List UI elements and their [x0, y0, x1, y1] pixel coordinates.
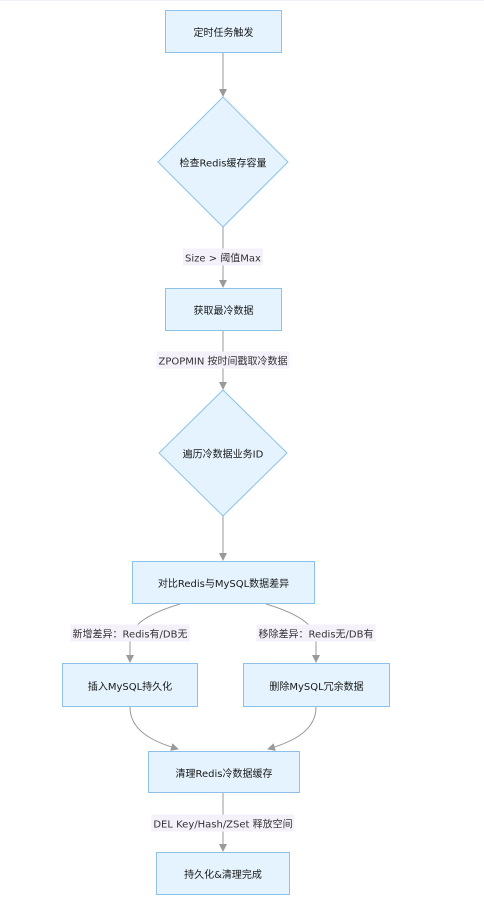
- edge-label-add-diff: 新增差异：Redis有/DB无: [70, 624, 190, 642]
- node-done: 持久化&清理完成: [156, 852, 290, 895]
- node-start: 定时任务触发: [165, 10, 282, 53]
- node-fetch: 获取最冷数据: [165, 288, 282, 331]
- node-delete: 删除MySQL冗余数据: [243, 663, 390, 707]
- edge-insert-clean: [129, 706, 179, 751]
- edge-delete-clean: [267, 706, 317, 751]
- node-clean: 清理Redis冷数据缓存: [148, 751, 300, 793]
- edge-label-del-keys: DEL Key/Hash/ZSet 释放空间: [151, 814, 295, 832]
- node-compare: 对比Redis与MySQL数据差异: [132, 561, 315, 604]
- node-insert: 插入MySQL持久化: [62, 663, 198, 707]
- node-iterate-label: 遍历冷数据业务ID: [182, 449, 264, 461]
- node-check-label: 检查Redis缓存容量: [179, 158, 267, 170]
- edge-label-remove-diff: 移除差异：Redis无/DB有: [256, 624, 376, 642]
- edge-label-size-threshold: Size > 阈值Max: [183, 248, 263, 266]
- edge-label-zpopmin: ZPOPMIN 按时间戳取冷数据: [156, 351, 290, 369]
